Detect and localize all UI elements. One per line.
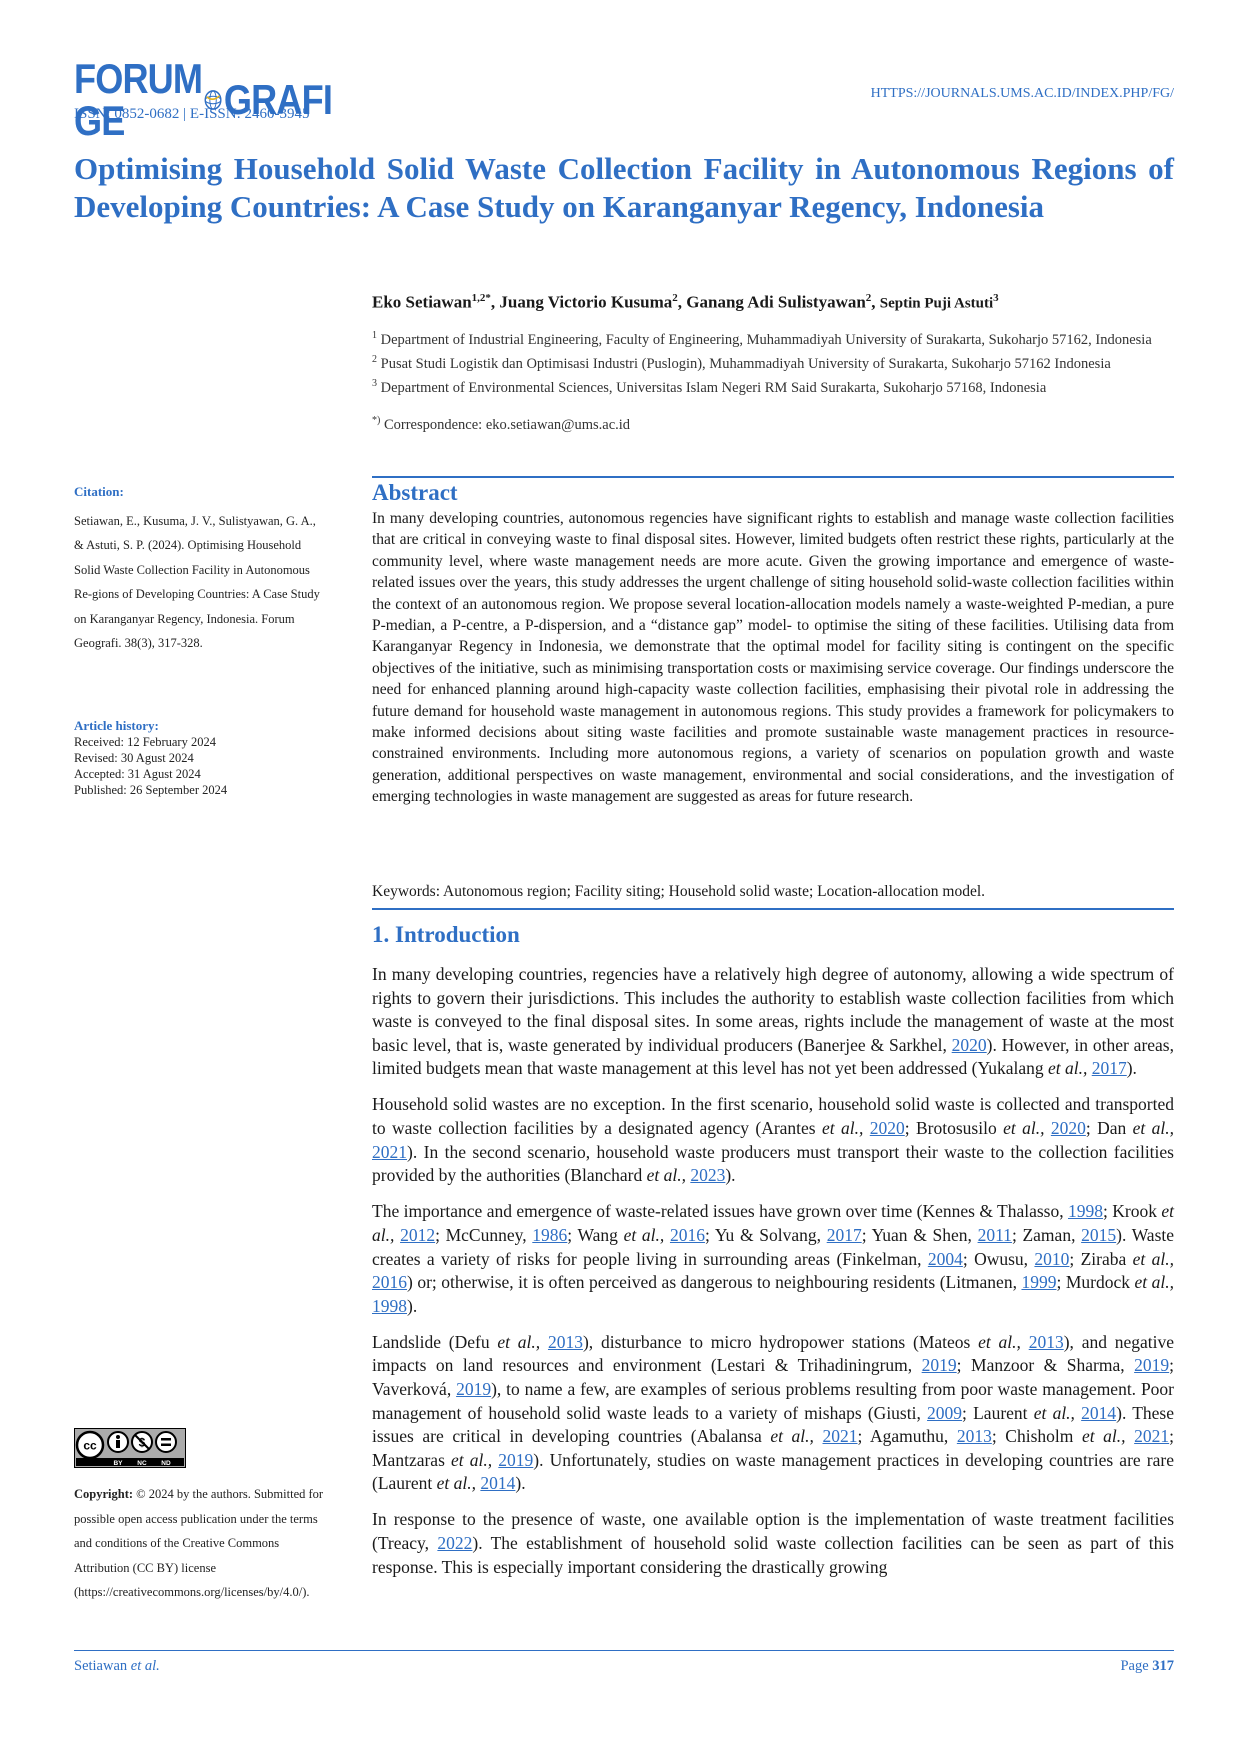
citation-link[interactable]: 2022 xyxy=(437,1533,473,1554)
page-number-value: 317 xyxy=(1152,1658,1174,1674)
citation-link[interactable]: 2011 xyxy=(977,1224,1012,1245)
author-affil-sup: 1,2* xyxy=(471,292,491,304)
citation-block: Citation: Setiawan, E., Kusuma, J. V., S… xyxy=(74,480,324,656)
affil-text: Pusat Studi Logistik dan Optimisasi Indu… xyxy=(380,355,1111,372)
cc-license-icon[interactable]: cc $ BY NC ND xyxy=(74,1428,186,1468)
correspondence-text[interactable]: Correspondence: eko.setiawan@ums.ac.id xyxy=(383,417,631,434)
citation-link[interactable]: 2019 xyxy=(456,1379,492,1399)
citation-link[interactable]: 2010 xyxy=(1034,1248,1070,1269)
journal-logo: FORUM GE GRAFI xyxy=(74,58,374,142)
paragraph: The importance and emergence of waste-re… xyxy=(372,1201,1175,1316)
paragraph: Household solid wastes are no exception.… xyxy=(372,1094,1175,1186)
author-affil-sup: 2 xyxy=(672,292,678,304)
affil-sup: 1 xyxy=(372,330,377,341)
citation-link[interactable]: 2014 xyxy=(480,1473,516,1494)
abstract-bottom-rule xyxy=(372,908,1174,910)
affil-sup: 3 xyxy=(372,377,377,389)
author-name: Septin Puji Astuti xyxy=(879,295,994,312)
citation-link[interactable]: 1986 xyxy=(532,1224,568,1245)
citation-link[interactable]: 1998 xyxy=(372,1295,407,1316)
citation-link[interactable]: 2016 xyxy=(372,1272,407,1293)
citation-link[interactable]: 2004 xyxy=(927,1248,963,1269)
citation-link[interactable]: 2017 xyxy=(826,1224,862,1245)
citation-link[interactable]: 1999 xyxy=(1021,1272,1057,1293)
logo-text-right: GRAFI xyxy=(223,76,333,123)
article-title: Optimising Household Solid Waste Collect… xyxy=(74,151,1174,224)
history-heading: Article history: xyxy=(74,718,159,733)
introduction-heading: 1. Introduction xyxy=(372,922,520,947)
citation-link[interactable]: 2023 xyxy=(690,1165,726,1186)
affil-sup: 2 xyxy=(372,353,377,365)
paragraph: Landslide (Defu et al., 2013), disturban… xyxy=(372,1331,1175,1494)
paragraph: In response to the presence of waste, on… xyxy=(372,1509,1174,1577)
running-author: Setiawan et al. xyxy=(74,1658,160,1675)
published-date: Published: 26 September 2024 xyxy=(74,783,228,797)
citation-link[interactable]: 2019 xyxy=(1134,1355,1170,1376)
affil-text: Department of Environmental Sciences, Un… xyxy=(380,379,1047,396)
citation-link[interactable]: 2013 xyxy=(956,1426,992,1447)
abstract-heading: Abstract xyxy=(372,480,458,505)
footer-rule xyxy=(74,1650,1174,1651)
page-label: Page xyxy=(1120,1658,1149,1674)
citation-link[interactable]: 1998 xyxy=(1068,1201,1103,1222)
citation-link[interactable]: 2012 xyxy=(400,1224,436,1245)
footer-etal: et al. xyxy=(130,1658,160,1674)
author-list: Eko Setiawan1,2*, Juang Victorio Kusuma2… xyxy=(372,292,999,312)
abstract-top-rule xyxy=(372,476,1174,478)
copyright-text: © 2024 by the authors. Submitted for pos… xyxy=(74,1487,324,1599)
citation-link[interactable]: 2013 xyxy=(547,1331,583,1352)
copyright-block: Copyright: © 2024 by the authors. Submit… xyxy=(74,1482,324,1605)
citation-link[interactable]: 2021 xyxy=(822,1426,858,1447)
citation-link[interactable]: 2013 xyxy=(1028,1331,1064,1352)
affiliations: 1 Department of Industrial Engineering, … xyxy=(372,326,1174,435)
affil-text: Department of Industrial Engineering, Fa… xyxy=(380,331,1152,348)
footer-author-name: Setiawan xyxy=(74,1658,128,1674)
citation-link[interactable]: 2009 xyxy=(927,1402,963,1423)
citation-link[interactable]: 2015 xyxy=(1081,1224,1117,1245)
author-affil-sup: 2 xyxy=(865,292,872,304)
citation-heading: Citation: xyxy=(74,484,124,499)
article-history: Article history: Received: 12 February 2… xyxy=(74,718,324,798)
author-name: Eko Setiawan xyxy=(372,292,472,312)
cc-by-label: BY xyxy=(113,1460,123,1467)
citation-link[interactable]: 2021 xyxy=(1134,1426,1170,1447)
received-date: Received: 12 February 2024 xyxy=(74,735,216,749)
citation-link[interactable]: 2020 xyxy=(869,1118,905,1139)
corr-sup: *) xyxy=(372,415,381,427)
affiliation: 2 Pusat Studi Logistik dan Optimisasi In… xyxy=(372,350,1174,374)
logo-text-left: FORUM GE xyxy=(74,55,203,144)
correspondence: *) Correspondence: eko.setiawan@ums.ac.i… xyxy=(372,411,1174,435)
citation-link[interactable]: 2020 xyxy=(951,1034,987,1055)
revised-date: Revised: 30 Agust 2024 xyxy=(74,751,194,765)
accepted-date: Accepted: 31 Agust 2024 xyxy=(74,767,201,781)
citation-text: Setiawan, E., Kusuma, J. V., Sulistyawan… xyxy=(74,513,320,651)
journal-url-link[interactable]: HTTPS://JOURNALS.UMS.AC.ID/INDEX.PHP/FG/ xyxy=(870,86,1174,101)
copyright-label: Copyright: xyxy=(74,1487,134,1501)
citation-link[interactable]: 2019 xyxy=(921,1355,957,1376)
citation-link[interactable]: 2021 xyxy=(372,1141,407,1162)
author-affil-sup: 3 xyxy=(993,292,999,304)
affiliation: 1 Department of Industrial Engineering, … xyxy=(372,326,1174,350)
cc-nd-label: ND xyxy=(161,1460,171,1467)
abstract-text: In many developing countries, autonomous… xyxy=(372,510,1174,806)
citation-link[interactable]: 2014 xyxy=(1081,1402,1117,1423)
keywords: Keywords: Autonomous region; Facility si… xyxy=(372,883,986,900)
author-name: Ganang Adi Sulistyawan xyxy=(686,292,866,312)
citation-link[interactable]: 2020 xyxy=(1050,1118,1086,1139)
cc-nc-label: NC xyxy=(137,1460,147,1467)
issn-line: ISSN: 0852-0682 | E-ISSN: 2460-3945 xyxy=(74,106,310,122)
paragraph: In many developing countries, regencies … xyxy=(372,964,1174,1079)
globe-icon xyxy=(204,90,222,110)
page-number: Page 317 xyxy=(1120,1658,1174,1675)
cc-mark: cc xyxy=(83,1439,97,1453)
citation-link[interactable]: 2016 xyxy=(669,1224,705,1245)
introduction-body: In many developing countries, regencies … xyxy=(372,963,1174,1592)
citation-link[interactable]: 2017 xyxy=(1091,1058,1127,1079)
affiliation: 3 Department of Environmental Sciences, … xyxy=(372,374,1174,398)
citation-link[interactable]: 2019 xyxy=(498,1449,534,1470)
author-name: Juang Victorio Kusuma xyxy=(499,292,673,312)
